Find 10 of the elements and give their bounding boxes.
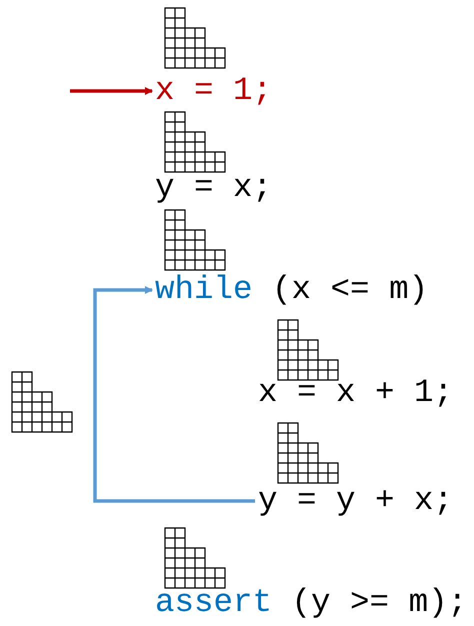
keyword: assert bbox=[155, 584, 272, 621]
code-line: y = x; bbox=[155, 169, 272, 206]
code-line: (x <= m) bbox=[272, 271, 428, 308]
code-line: (y >= m); bbox=[292, 584, 468, 621]
code-line: x = x + 1; bbox=[258, 374, 454, 411]
code-line: x = 1; bbox=[155, 72, 272, 109]
keyword: while bbox=[155, 271, 253, 308]
code-line: y = y + x; bbox=[258, 482, 454, 519]
arrow bbox=[70, 87, 153, 95]
arrow bbox=[93, 286, 255, 503]
